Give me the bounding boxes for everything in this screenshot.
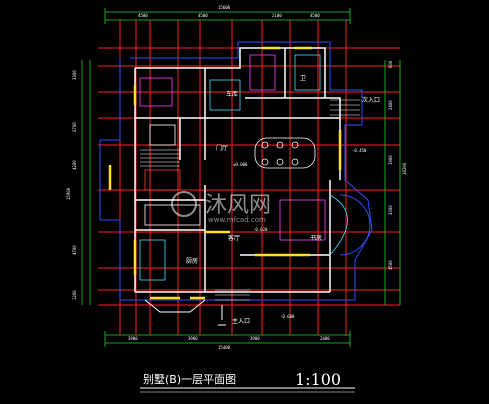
bottom-dim-3: 3900 [250,336,260,341]
windows [108,46,342,300]
label-hall: 门厅 [216,144,228,152]
left-dim-total: 15900 [66,187,71,200]
drawing-scale: 1:100 [295,370,341,389]
top-dim-3: 2100 [272,13,282,18]
left-dim-2: 2700 [72,122,77,132]
right-dim-3: 1900 [388,155,393,165]
left-dim-1: 3300 [72,70,77,80]
label-kitchen: 厨房 [186,257,198,265]
right-dim-4: 3300 [388,205,393,215]
label-study: 书房 [310,234,322,242]
bottom-dim-total: 15400 [218,345,231,350]
fixtures [139,54,348,281]
title-block: 别墅(B)一层平面图 1:100 [140,370,355,393]
label-entry-side: 次入口 [362,96,380,104]
dimension-lines [81,8,401,347]
bottom-dim-2: 3900 [188,336,198,341]
right-dim-5: 4500 [388,260,393,270]
elev-3: -0.600 [280,314,295,319]
bottom-dim-4: 2400 [320,336,330,341]
bay-windows [144,194,371,313]
staircase [140,99,360,301]
top-dim-1: 4500 [138,13,148,18]
watermark: 沐风网 www.mfcad.com [171,191,271,224]
site-boundary [99,41,373,301]
top-dim-total: 15600 [218,5,231,10]
label-living: 客厅 [228,234,240,242]
left-dim-5: 1200 [72,290,77,300]
top-dim-2: 4500 [198,13,208,18]
watermark-brand: 沐风网 [205,193,271,218]
watermark-url: www.mfcad.com [208,216,266,224]
room-labels: 车库 厨房 客厅 书房 门厅 卫 次入口 主入口 ±0.000 -0.450 -… [186,75,380,325]
right-dim-2: 2400 [388,100,393,110]
label-entry-main: 主入口 [232,317,250,325]
right-dim-total: 18200 [402,162,407,175]
elev-1: ±0.000 [233,162,248,167]
elev-2: -0.450 [352,148,367,153]
left-dim-3: 4200 [72,160,77,170]
entry-arrow [218,305,226,326]
elev-4: -0.020 [253,227,268,232]
top-dim-4: 4500 [310,13,320,18]
dimension-texts: 15600 4500 4500 2100 4500 15400 3900 390… [66,5,407,350]
bottom-dim-1: 3900 [128,336,138,341]
left-dim-4: 4700 [72,245,77,255]
label-bath: 卫 [300,75,306,82]
right-dim-1: 600 [388,60,393,68]
drawing-title: 别墅(B)一层平面图 [143,373,236,386]
label-garage: 车库 [226,90,238,98]
